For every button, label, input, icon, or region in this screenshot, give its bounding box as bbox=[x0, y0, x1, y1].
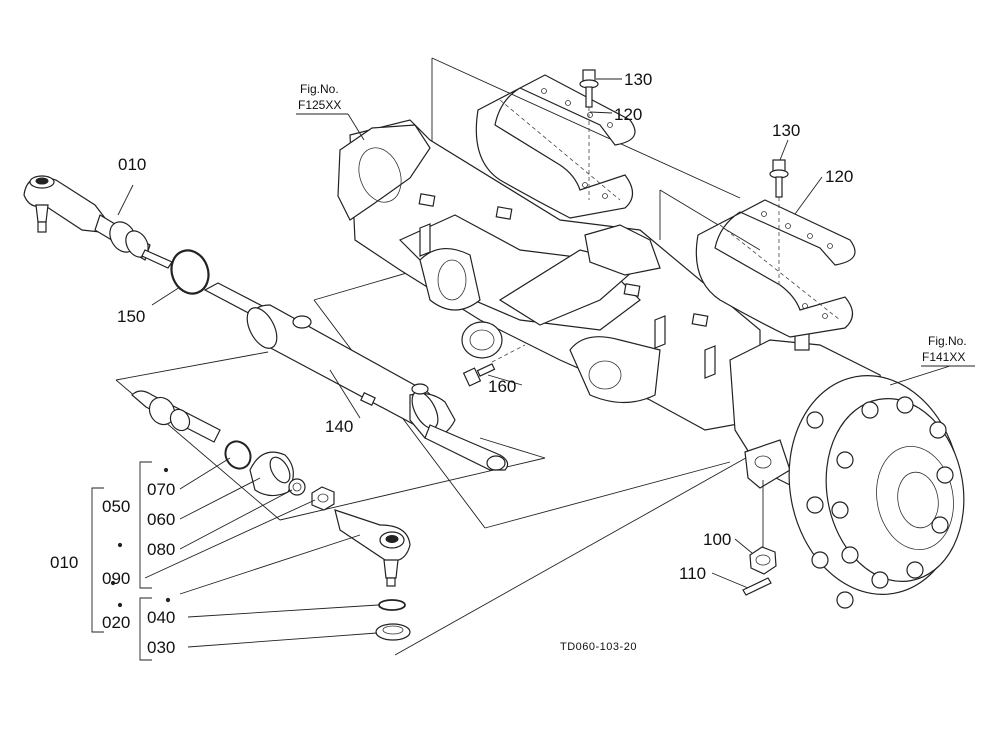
hub-leader-line bbox=[394, 449, 761, 656]
fig-ref-2-line2: F141XX bbox=[922, 350, 965, 364]
callout-110: 110 bbox=[679, 564, 706, 583]
seal-030 bbox=[375, 623, 411, 641]
drawing-code: TD060-103-20 bbox=[560, 641, 637, 653]
nut-090 bbox=[311, 486, 335, 511]
callout-160: 160 bbox=[488, 377, 516, 396]
callout-120-a: 120 bbox=[614, 105, 642, 124]
cover-120-left bbox=[475, 74, 636, 219]
callout-080: 080 bbox=[147, 540, 175, 559]
fig-ref-2-line1: Fig.No. bbox=[928, 334, 967, 348]
callout-050: 050 bbox=[102, 497, 130, 516]
callout-090: 090 bbox=[102, 569, 130, 588]
callout-150: 150 bbox=[117, 307, 145, 326]
leader-lines bbox=[117, 78, 975, 648]
bolt-130-right bbox=[769, 159, 789, 285]
part-number-labels: 010 150 140 160 130 120 130 120 100 110 … bbox=[50, 70, 853, 657]
ball-joint-070 bbox=[131, 390, 221, 443]
nut-100 bbox=[749, 480, 777, 575]
o-ring-070 bbox=[224, 440, 252, 470]
assembly-bracket bbox=[91, 461, 171, 661]
callout-030: 030 bbox=[147, 638, 175, 657]
cover-120-right bbox=[695, 199, 856, 338]
tie-rod-end-010-top bbox=[23, 175, 173, 269]
fig-ref-1-line1: Fig.No. bbox=[300, 82, 339, 96]
fig-ref-1-line2: F125XX bbox=[298, 98, 341, 112]
callout-140: 140 bbox=[325, 417, 353, 436]
dust-boot-060 bbox=[249, 451, 294, 497]
hub-bolts bbox=[806, 396, 954, 609]
front-axle-housing bbox=[337, 119, 761, 431]
clamp-080 bbox=[288, 478, 306, 496]
bolt-130-left bbox=[579, 69, 599, 200]
callout-010-group: 010 bbox=[50, 553, 78, 572]
tie-rod-end-050 bbox=[334, 509, 411, 587]
callout-130-a: 130 bbox=[624, 70, 652, 89]
callout-120-b: 120 bbox=[825, 167, 853, 186]
figure-reference-f141xx: Fig.No. F141XX bbox=[922, 334, 967, 364]
callout-130-b: 130 bbox=[772, 121, 800, 140]
figure-reference-f125xx: Fig.No. F125XX bbox=[298, 82, 341, 112]
bolt-160 bbox=[462, 344, 526, 387]
o-ring-040 bbox=[378, 599, 406, 611]
callout-070: 070 bbox=[147, 480, 175, 499]
callout-100: 100 bbox=[703, 530, 731, 549]
callout-010-top: 010 bbox=[118, 155, 146, 174]
steering-cylinder-140 bbox=[203, 282, 509, 471]
callout-020: 020 bbox=[102, 613, 130, 632]
snap-ring-150 bbox=[170, 249, 210, 295]
cotter-pin-110 bbox=[742, 577, 772, 596]
callout-060: 060 bbox=[147, 510, 175, 529]
callout-040: 040 bbox=[147, 608, 175, 627]
